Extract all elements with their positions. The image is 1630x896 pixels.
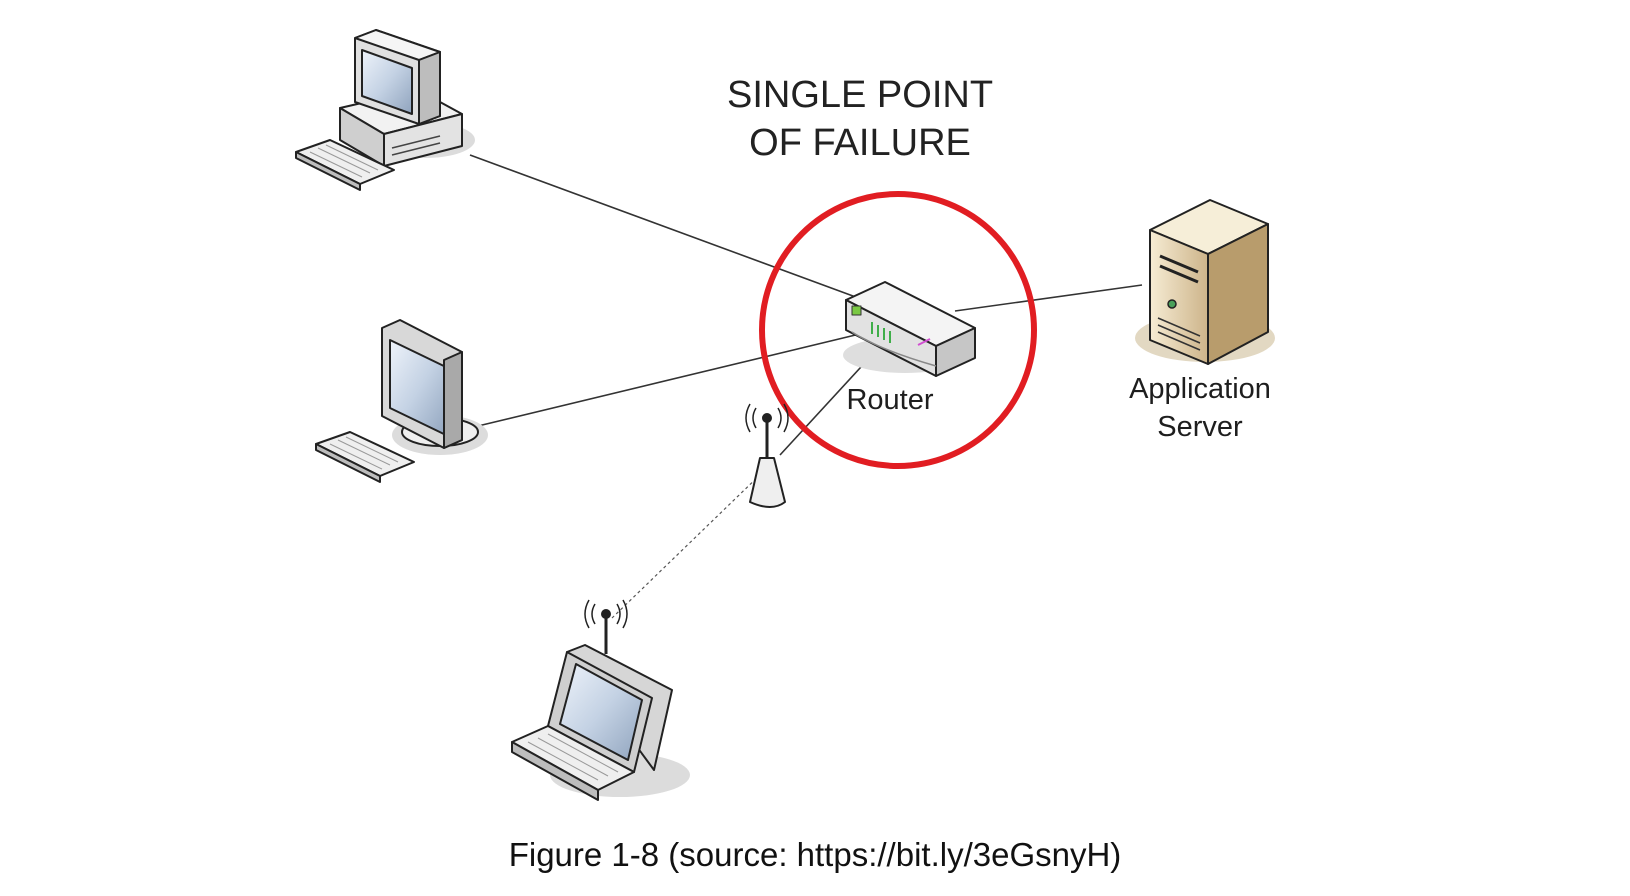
router-label: Router [846, 384, 934, 416]
desktop-tower-icon [295, 29, 475, 191]
application-server-label-line-1: Application [1129, 373, 1271, 405]
link-desktop-monitor-router [477, 330, 873, 427]
router-icon [843, 281, 976, 377]
diagram-title-line-1: SINGLE POINT [726, 74, 994, 116]
link-desktop-tower-router [469, 154, 873, 304]
figure-caption: Figure 1-8 (source: https://bit.ly/3eGsn… [508, 836, 1122, 873]
link-router-access-point [779, 354, 873, 456]
laptop-icon [511, 599, 690, 801]
application-server-icon [1135, 199, 1275, 365]
diagram-title-line-2: OF FAILURE [749, 122, 971, 164]
wireless-access-point-icon [745, 403, 789, 508]
link-router-server [954, 284, 1143, 312]
wireless-link-access-point-laptop [611, 469, 766, 619]
application-server-label-line-2: Server [1157, 411, 1243, 443]
single-point-of-failure-circle [759, 191, 1037, 469]
desktop-monitor-icon [315, 319, 488, 483]
connections [469, 154, 1143, 619]
